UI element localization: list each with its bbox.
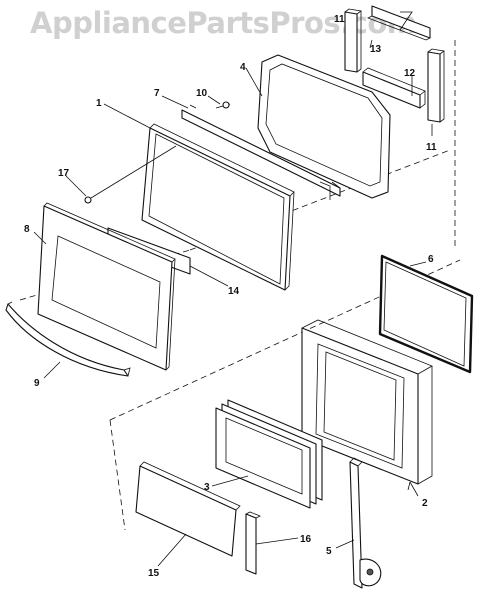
- part-17-screw: [84, 145, 177, 204]
- part-16-side-trim: [245, 511, 261, 575]
- callout-14: 14: [228, 286, 240, 297]
- part-9-door-handle: [5, 301, 131, 377]
- part-2-door-liner: [295, 319, 433, 491]
- callout-10: 10: [196, 88, 208, 99]
- part-5-door-hinge: [349, 457, 382, 589]
- callout-4: 4: [240, 62, 246, 73]
- part-11-insulation-block-upper: [344, 8, 362, 73]
- callout-7: 7: [154, 88, 160, 99]
- separator-line-left: [109, 419, 126, 531]
- callout-11-top: 11: [334, 14, 345, 25]
- callout-15: 15: [148, 568, 160, 579]
- part-3-glass-pack: [215, 399, 323, 509]
- part-7-door-bracket: [181, 104, 341, 200]
- part-6-door-gasket: [378, 254, 474, 374]
- part-11-insulation-block-lower: [427, 48, 445, 123]
- callout-8: 8: [24, 224, 30, 235]
- part-4-door-frame: [257, 54, 391, 199]
- callout-3: 3: [204, 482, 210, 493]
- separator-line-upper-right: [189, 149, 451, 251]
- callout-9: 9: [34, 378, 40, 389]
- callout-11-bottom: 11: [426, 142, 437, 153]
- part-8-outer-door: [37, 202, 176, 371]
- callout-1: 1: [96, 98, 102, 109]
- callout-6: 6: [428, 254, 434, 265]
- part-1-inner-door-panel: [141, 123, 295, 291]
- callout-13: 13: [370, 44, 382, 55]
- leader-lines: [33, 11, 433, 567]
- part-10-screw: [215, 101, 231, 109]
- part-13-insulation-strip: [367, 5, 431, 41]
- callout-17: 17: [58, 168, 70, 179]
- callout-12: 12: [404, 68, 416, 79]
- callout-5: 5: [326, 546, 332, 557]
- callout-16: 16: [300, 534, 312, 545]
- part-15-inner-glass-panel: [135, 461, 241, 557]
- part-12-insulation-bar: [362, 67, 426, 109]
- callout-2: 2: [422, 498, 428, 509]
